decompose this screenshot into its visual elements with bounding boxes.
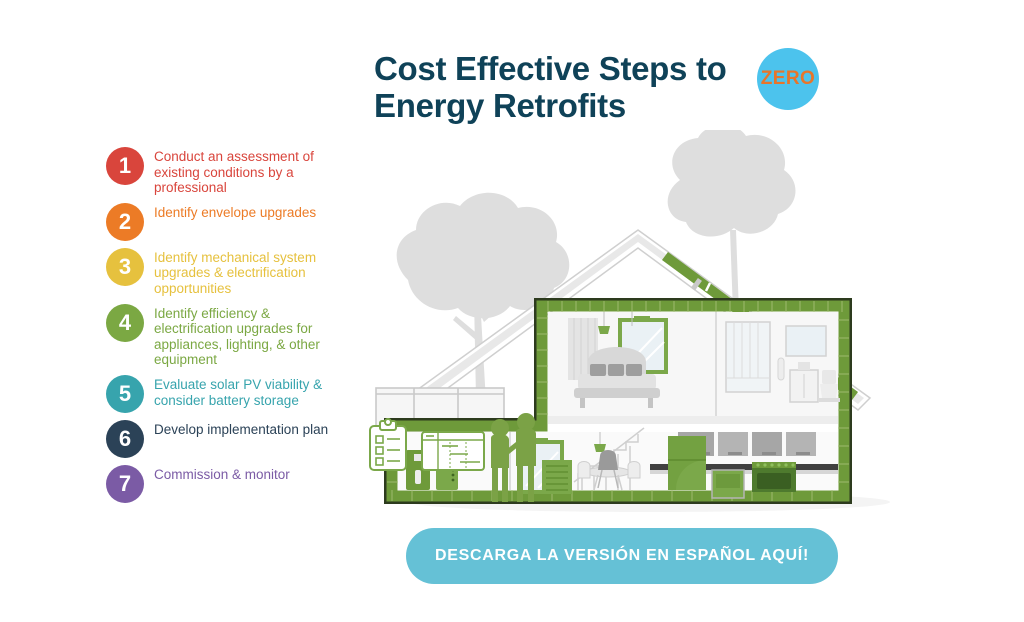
step-number-badge-7: 7 <box>106 464 144 503</box>
step-item-4: 4 Identify efficiency & electrification … <box>106 303 351 368</box>
countertop <box>650 464 838 470</box>
step-label-7: Commission & monitor <box>154 466 290 482</box>
heat-pump-outdoor-unit <box>542 460 572 494</box>
assessment-clipboard <box>369 418 407 471</box>
bedroom <box>568 312 668 408</box>
step-label-3: Identify mechanical system upgrades & el… <box>154 249 317 296</box>
step-item-5: 5 Evaluate solar PV viability & consider… <box>106 374 351 413</box>
page-title-line-1: Cost Effective Steps to <box>374 50 727 87</box>
step-number-badge-4: 4 <box>106 303 144 342</box>
step-item-3: 3 Identify mechanical system upgrades & … <box>106 247 351 297</box>
header-title-block: Cost Effective Steps to Energy Retrofits… <box>374 48 844 124</box>
step-label-1: Conduct an assessment of existing condit… <box>154 149 314 196</box>
living-room-pendant-light <box>594 432 606 452</box>
kitchen <box>650 432 838 499</box>
gantt-schedule <box>421 431 485 471</box>
bathroom <box>715 312 840 416</box>
step-label-2: Identify envelope upgrades <box>154 204 317 220</box>
bedroom-pendant-lights <box>598 312 633 334</box>
bathroom-mirror <box>785 325 827 357</box>
floor-slab <box>548 416 838 424</box>
shower <box>725 321 771 393</box>
step-item-1: 1 Conduct an assessment of existing cond… <box>106 147 351 196</box>
induction-range <box>752 462 796 492</box>
dining-set <box>577 450 641 491</box>
zero-badge: ZERO <box>757 48 819 110</box>
step-number-badge-3: 3 <box>106 247 144 286</box>
house-illustration <box>350 130 910 520</box>
steps-list: 1 Conduct an assessment of existing cond… <box>106 147 351 510</box>
refrigerator <box>668 436 706 490</box>
download-spanish-version-button[interactable]: DESCARGA LA VERSIÓN EN ESPAÑOL AQUÍ! <box>406 528 838 584</box>
step-number-badge-1: 1 <box>106 147 144 185</box>
step-number-badge-6: 6 <box>106 419 144 458</box>
dishwasher <box>711 469 745 499</box>
insulated-envelope <box>384 298 852 504</box>
zero-badge-label: ZERO <box>760 68 816 89</box>
step-item-7: 7 Commission & monitor <box>106 464 351 503</box>
step-item-2: 2 Identify envelope upgrades <box>106 202 351 241</box>
step-number-badge-5: 5 <box>106 374 144 413</box>
step-label-5: Evaluate solar PV viability & consider b… <box>154 376 323 408</box>
step-item-6: 6 Develop implementation plan <box>106 419 351 458</box>
bed <box>574 347 660 408</box>
page-title: Cost Effective Steps to Energy Retrofits <box>374 50 759 124</box>
step-number-badge-2: 2 <box>106 202 144 241</box>
step-label-4: Identify efficiency & electrification up… <box>154 305 320 368</box>
two-people-silhouettes <box>491 413 536 502</box>
step-label-6: Develop implementation plan <box>154 421 329 437</box>
toilet <box>818 370 840 402</box>
page-title-line-2: Energy Retrofits <box>374 87 626 124</box>
